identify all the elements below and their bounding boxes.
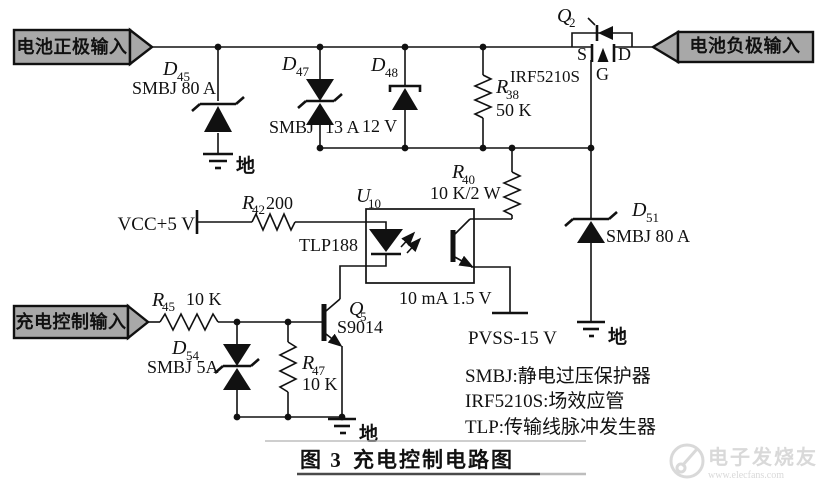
resistor-r45: R 45 10 K [151, 289, 222, 332]
zener-diode-d48: D 48 12 V [362, 54, 422, 136]
ground-symbol-d45: 地 [203, 152, 255, 177]
d51-sub: 51 [646, 210, 659, 225]
tvs-diode-d47: D 47 SMBJ 13 A [269, 53, 360, 137]
terminal-vcc: VCC+5 V [118, 210, 199, 235]
q2-pin-drain: D [618, 44, 631, 64]
legend-line-smbj: SMBJ:静电过压保护器 [465, 365, 651, 387]
r38-value: 50 K [496, 100, 532, 120]
ground-symbol-q5: 地 [328, 417, 378, 445]
vcc-label: VCC+5 V [118, 214, 196, 235]
r47-sub: 47 [312, 363, 326, 378]
legend-line-tlp: TLP:传输线脉冲发生器 [465, 416, 656, 438]
port-battery-negative-label: 电池负极输入 [690, 35, 801, 56]
r40-ref: R [451, 161, 464, 183]
d45-sub: 45 [177, 69, 190, 84]
d47-sub: 47 [296, 64, 310, 79]
d47-value-right: 13 A [325, 117, 360, 137]
ground-label: 地 [359, 422, 378, 445]
resistor-r38: R 38 50 K [473, 74, 532, 120]
port-box [676, 30, 815, 64]
led-light-arrow-icon [400, 231, 416, 248]
port-charge-control: 充电控制输入 [12, 303, 150, 341]
u10-part: TLP188 [299, 235, 358, 255]
port-charge-control-label: 充电控制输入 [16, 311, 127, 332]
r45-value: 10 K [186, 289, 222, 309]
ground-label: 地 [608, 325, 627, 348]
port-arrow-left-icon [650, 29, 680, 65]
port-battery-positive: 电池正极输入 [12, 27, 154, 67]
r38-sub: 38 [506, 87, 519, 102]
resistor-r47: R 47 10 K [278, 341, 338, 394]
terminal-pvss: PVSS-15 V [468, 311, 557, 349]
d54-sub: 54 [186, 348, 200, 363]
r42-sub: 42 [252, 202, 265, 217]
r40-value: 10 K/2 W [430, 183, 501, 203]
tvs-diode-d45: D 45 SMBJ 80 A [132, 58, 245, 132]
ground-symbol-d51: 地 [577, 320, 627, 348]
u10-note: 10 mA 1.5 V [399, 288, 492, 308]
d51-ref: D [631, 199, 647, 221]
r38-ref: R [495, 76, 508, 98]
q2-pin-source: S [577, 44, 587, 64]
legend: SMBJ:静电过压保护器 IRF5210S:场效应管 TLP:传输线脉冲发生器 [465, 365, 656, 438]
port-battery-negative: 电池负极输入 [650, 29, 815, 65]
r47-ref: R [301, 352, 314, 374]
tvs-diode-d54: D 54 SMBJ 5A [147, 337, 260, 390]
d47-value-left: SMBJ [269, 117, 314, 137]
port-arrow-right-icon [128, 27, 154, 67]
port-box [12, 304, 130, 340]
port-box [12, 28, 132, 66]
q2-part-number: IRF5210S [510, 67, 580, 86]
d51-value: SMBJ 80 A [606, 226, 690, 246]
r42-ref: R [241, 192, 254, 214]
d54-ref: D [171, 337, 187, 359]
r45-sub: 45 [162, 299, 175, 314]
caption-figure-number: 图 3 [300, 448, 343, 472]
watermark-name: 电子发烧友 [708, 445, 817, 469]
d47-ref: D [281, 53, 297, 75]
elecfans-logo-icon [680, 448, 699, 467]
port-arrow-right-icon [126, 303, 150, 341]
elecfans-logo-icon [675, 462, 687, 474]
d48-ref: D [370, 54, 386, 76]
pvss-label: PVSS-15 V [468, 328, 557, 349]
d54-value: SMBJ 5A [147, 357, 219, 377]
optocoupler-u10: U 10 TLP188 10 mA 1.5 V [299, 185, 492, 308]
r42-value: 200 [266, 193, 293, 213]
watermark-site: www.elecfans.com [708, 470, 784, 481]
led-light-arrow-icon [406, 237, 422, 254]
r45-ref: R [151, 289, 164, 311]
figure-caption: 图 3 充电控制电路图 [265, 440, 586, 476]
q2-ref: Q [557, 5, 572, 27]
mosfet-q2: Q 2 S D G IRF5210S [510, 5, 633, 86]
transistor-q5: Q 5 S9014 [321, 298, 383, 347]
resistor-r40: R 40 10 K/2 W [430, 161, 522, 216]
legend-line-irf: IRF5210S:场效应管 [465, 390, 624, 412]
u10-ref: U [356, 185, 372, 207]
q2-sub: 2 [569, 15, 576, 30]
watermark: 电子发烧友 www.elecfans.com [669, 443, 817, 481]
q5-ref: Q [349, 298, 364, 320]
port-battery-positive-label: 电池正极输入 [17, 36, 128, 57]
d45-value: SMBJ 80 A [132, 78, 216, 98]
ground-label: 地 [236, 154, 255, 177]
q5-part: S9014 [337, 317, 383, 337]
tvs-diode-d51: D 51 SMBJ 80 A [564, 199, 690, 246]
u10-sub: 10 [368, 196, 381, 211]
elecfans-logo-icon [669, 443, 705, 479]
resistor-r42: R 42 200 [241, 192, 296, 232]
junction-dots [214, 43, 595, 421]
r47-value: 10 K [302, 374, 338, 394]
d48-sub: 48 [385, 65, 398, 80]
q5-sub: 5 [360, 309, 367, 324]
q2-pin-gate: G [596, 64, 609, 84]
d45-ref: D [162, 58, 178, 80]
r40-sub: 40 [462, 172, 475, 187]
d48-value: 12 V [362, 116, 397, 136]
caption-title: 充电控制电路图 [353, 448, 514, 472]
